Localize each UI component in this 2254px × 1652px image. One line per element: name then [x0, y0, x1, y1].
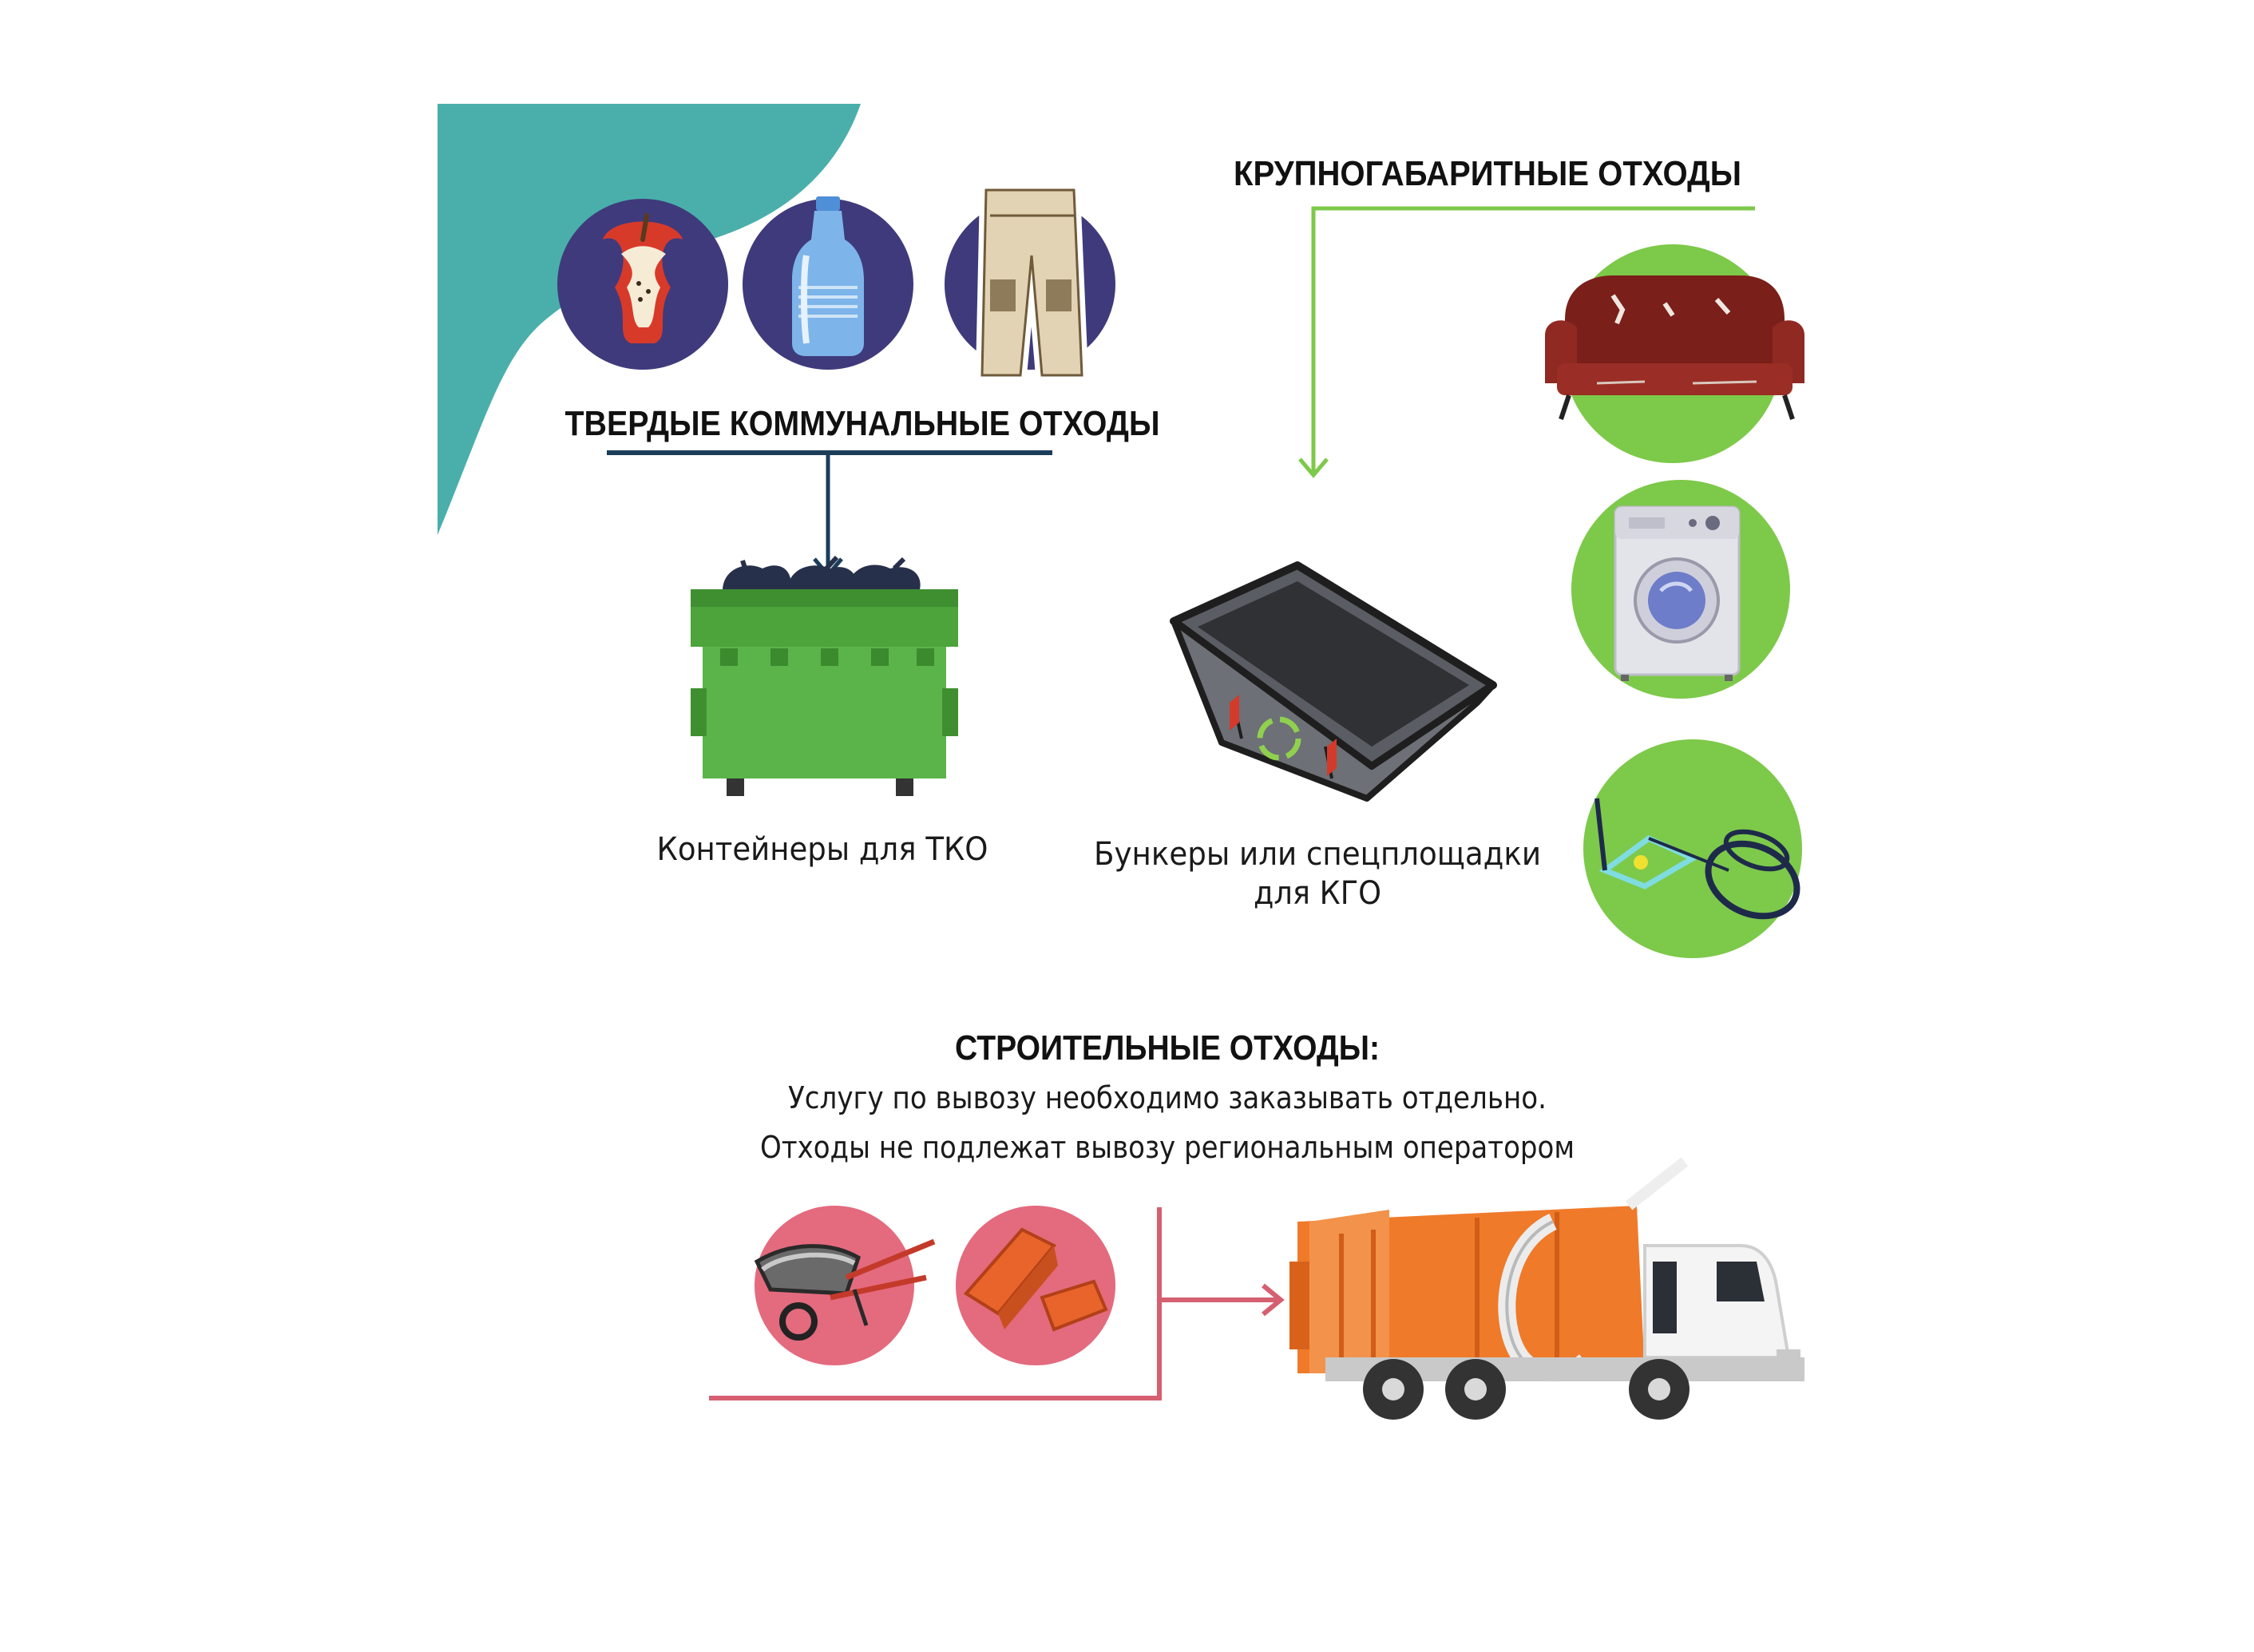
apple-core-icon: [557, 199, 728, 370]
garbage-truck-icon: [1289, 1157, 1804, 1420]
skip-bin-icon: [1170, 561, 1497, 802]
construction-note-line1: Услугу по вывозу необходимо заказывать о…: [788, 1080, 1547, 1115]
washing-machine-icon: [1571, 480, 1790, 699]
household-waste-title: ТВЕРДЫЕ КОММУНАЛЬНЫЕ ОТХОДЫ: [565, 404, 1160, 443]
green-dumpster-icon: [691, 555, 958, 796]
construction-connector-line: [709, 1207, 1162, 1400]
bulky-destination-label-line2: для КГО: [1254, 875, 1381, 912]
household-destination-label: Контейнеры для ТКО: [657, 831, 988, 868]
bulky-waste-title: КРУПНОГАБАРИТНЫЕ ОТХОДЫ: [1234, 154, 1741, 193]
teal-corner-shape: [438, 104, 861, 535]
bricks-icon: [956, 1206, 1115, 1365]
construction-note-line2: Отходы не подлежат вывозу региональным о…: [760, 1130, 1575, 1165]
plastic-bottle-icon: [743, 196, 913, 370]
wheelbarrow-icon: [754, 1206, 936, 1365]
construction-waste-title: СТРОИТЕЛЬНЫЕ ОТХОДЫ:: [955, 1028, 1380, 1068]
bicycle-icon: [1583, 739, 1802, 958]
bulky-destination-label-line1: Бункеры или спецплощадки: [1094, 836, 1541, 873]
bulky-connector-line: [1311, 206, 1755, 473]
old-pants-icon: [945, 184, 1115, 382]
old-sofa-icon: [1545, 244, 1804, 463]
